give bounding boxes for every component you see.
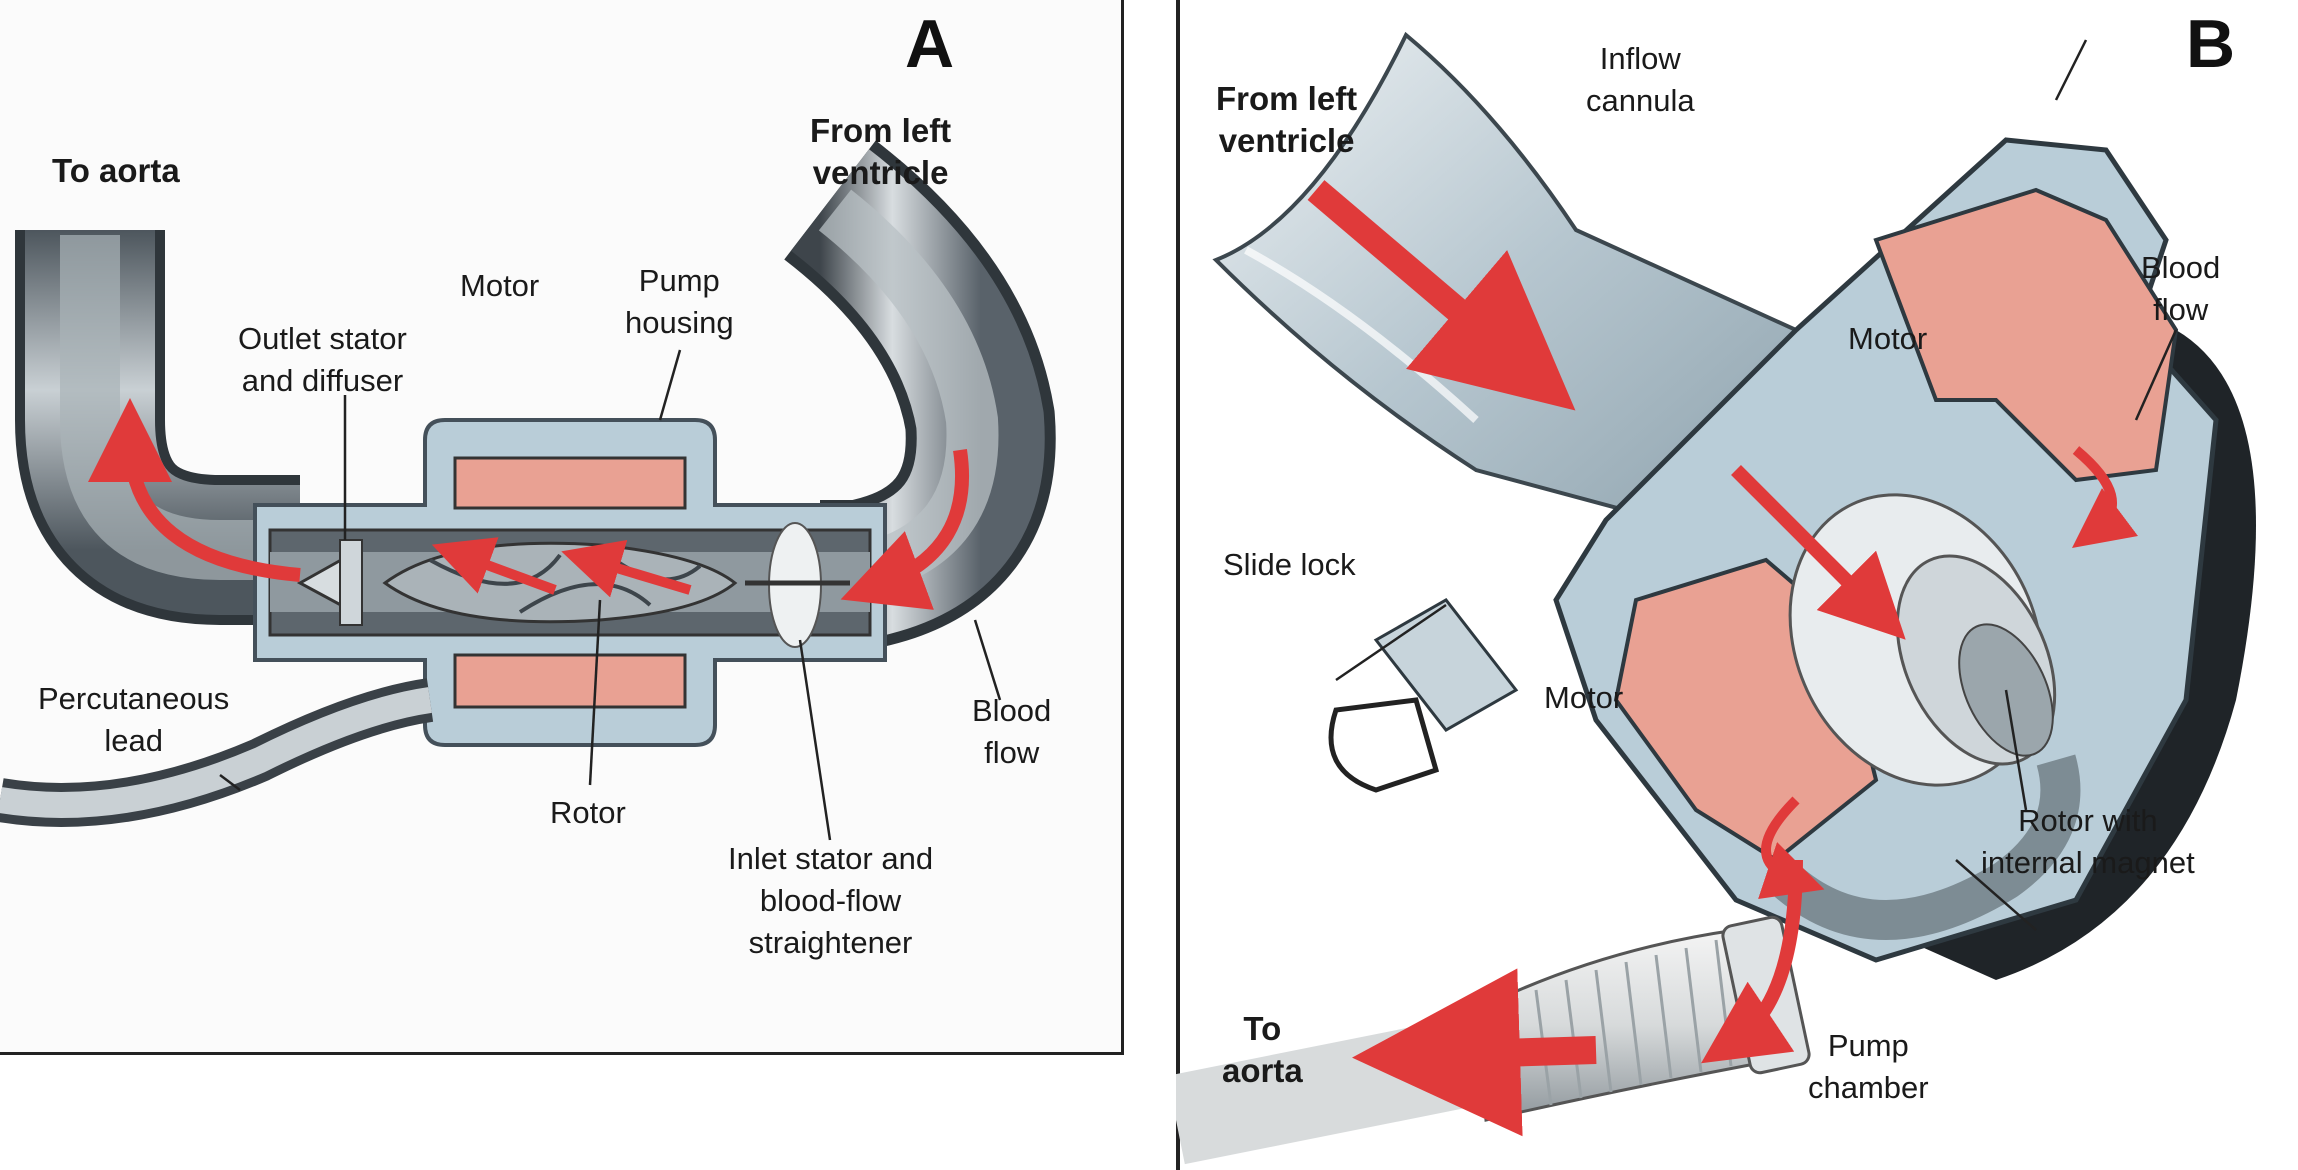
label-inflow-cannula: Inflow cannula bbox=[1586, 41, 1695, 118]
label-slide-lock: Slide lock bbox=[1223, 547, 1356, 582]
panel-divider bbox=[1176, 0, 1180, 1170]
motor-lower bbox=[453, 653, 687, 709]
panel-b-letter: B bbox=[2186, 6, 2236, 82]
panel-a-axial-pump: A To aorta From left ventricle Motor Pum… bbox=[0, 0, 1128, 1170]
label-blood-flow-a: Blood flow bbox=[972, 693, 1052, 770]
label-motor-a: Motor bbox=[460, 268, 540, 303]
label-to-aorta-a: To aorta bbox=[52, 152, 180, 189]
panel-a-letter: A bbox=[905, 6, 955, 82]
pump-chamber bbox=[1772, 754, 2081, 940]
label-outlet-stator: Outlet stator and diffuser bbox=[238, 321, 407, 398]
centrifugal-pump-illustration bbox=[1176, 31, 2256, 1165]
panel-b-centrifugal-pump: B From left ventricle Inflow cannula Mot… bbox=[1176, 0, 2298, 1170]
label-pump-housing: Pump housing bbox=[625, 263, 734, 340]
label-from-left-ventricle-b: From left ventricle bbox=[1216, 80, 1358, 159]
label-pump-chamber: Pump chamber bbox=[1808, 1028, 1929, 1105]
label-motor-top: Motor bbox=[1848, 321, 1928, 356]
label-inlet-stator: Inlet stator and blood-flow straightener bbox=[728, 841, 934, 960]
axial-pump-illustration bbox=[0, 140, 1056, 841]
label-to-aorta-b: To aorta bbox=[1222, 1010, 1303, 1089]
label-rotor: Rotor bbox=[550, 795, 626, 830]
motor-top bbox=[1873, 187, 2179, 483]
label-rotor-with-magnet: Rotor with internal magnet bbox=[1981, 803, 2195, 880]
label-from-left-ventricle-a: From left ventricle bbox=[810, 112, 952, 191]
label-percutaneous-lead: Percutaneous lead bbox=[38, 681, 230, 758]
label-motor-bottom: Motor bbox=[1544, 680, 1624, 715]
motor-upper bbox=[453, 456, 687, 510]
slide-lock bbox=[1328, 697, 1440, 793]
label-blood-flow-b: Blood flow bbox=[2141, 250, 2221, 327]
